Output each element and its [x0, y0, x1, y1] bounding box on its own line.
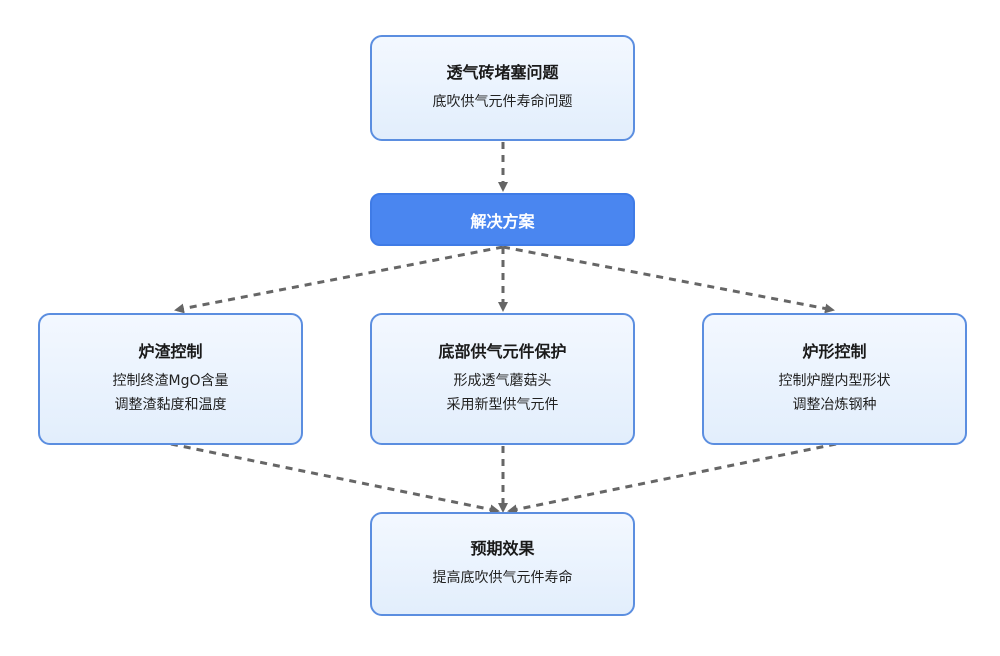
node-shape-line-1: 控制炉膛内型形状 — [778, 373, 891, 389]
node-problem-title: 透气砖堵塞问题 — [446, 63, 559, 82]
node-bottom-protection: 底部供气元件保护 形成透气蘑菇头 采用新型供气元件 — [370, 313, 635, 445]
node-solution-title: 解决方案 — [470, 211, 535, 231]
node-result-line-1: 提高底吹供气元件寿命 — [432, 570, 573, 586]
node-furnace-shape: 炉形控制 控制炉膛内型形状 调整冶炼钢种 — [702, 313, 967, 445]
edge-solution-to-shape — [502, 245, 835, 314]
node-result: 预期效果 提高底吹供气元件寿命 — [370, 512, 635, 616]
node-bottom-line-2: 采用新型供气元件 — [446, 397, 559, 413]
node-problem-line-1: 底吹供气元件寿命问题 — [432, 94, 573, 110]
node-result-title: 预期效果 — [470, 539, 535, 558]
node-shape-line-2: 调整冶炼钢种 — [792, 397, 877, 413]
node-bottom-line-1: 形成透气蘑菇头 — [453, 373, 552, 389]
node-bottom-title: 底部供气元件保护 — [438, 342, 567, 361]
edge-slag-to-result — [170, 442, 500, 515]
node-shape-title: 炉形控制 — [802, 342, 867, 361]
edge-shape-to-result — [507, 442, 837, 515]
edge-solution-to-slag — [174, 245, 504, 314]
node-problem: 透气砖堵塞问题 底吹供气元件寿命问题 — [370, 35, 635, 141]
node-slag-title: 炉渣控制 — [138, 342, 203, 361]
node-slag-line-2: 调整渣黏度和温度 — [114, 397, 227, 413]
node-slag-control: 炉渣控制 控制终渣MgO含量 调整渣黏度和温度 — [38, 313, 303, 445]
node-slag-line-1: 控制终渣MgO含量 — [112, 373, 229, 389]
node-solution: 解决方案 — [370, 193, 635, 246]
